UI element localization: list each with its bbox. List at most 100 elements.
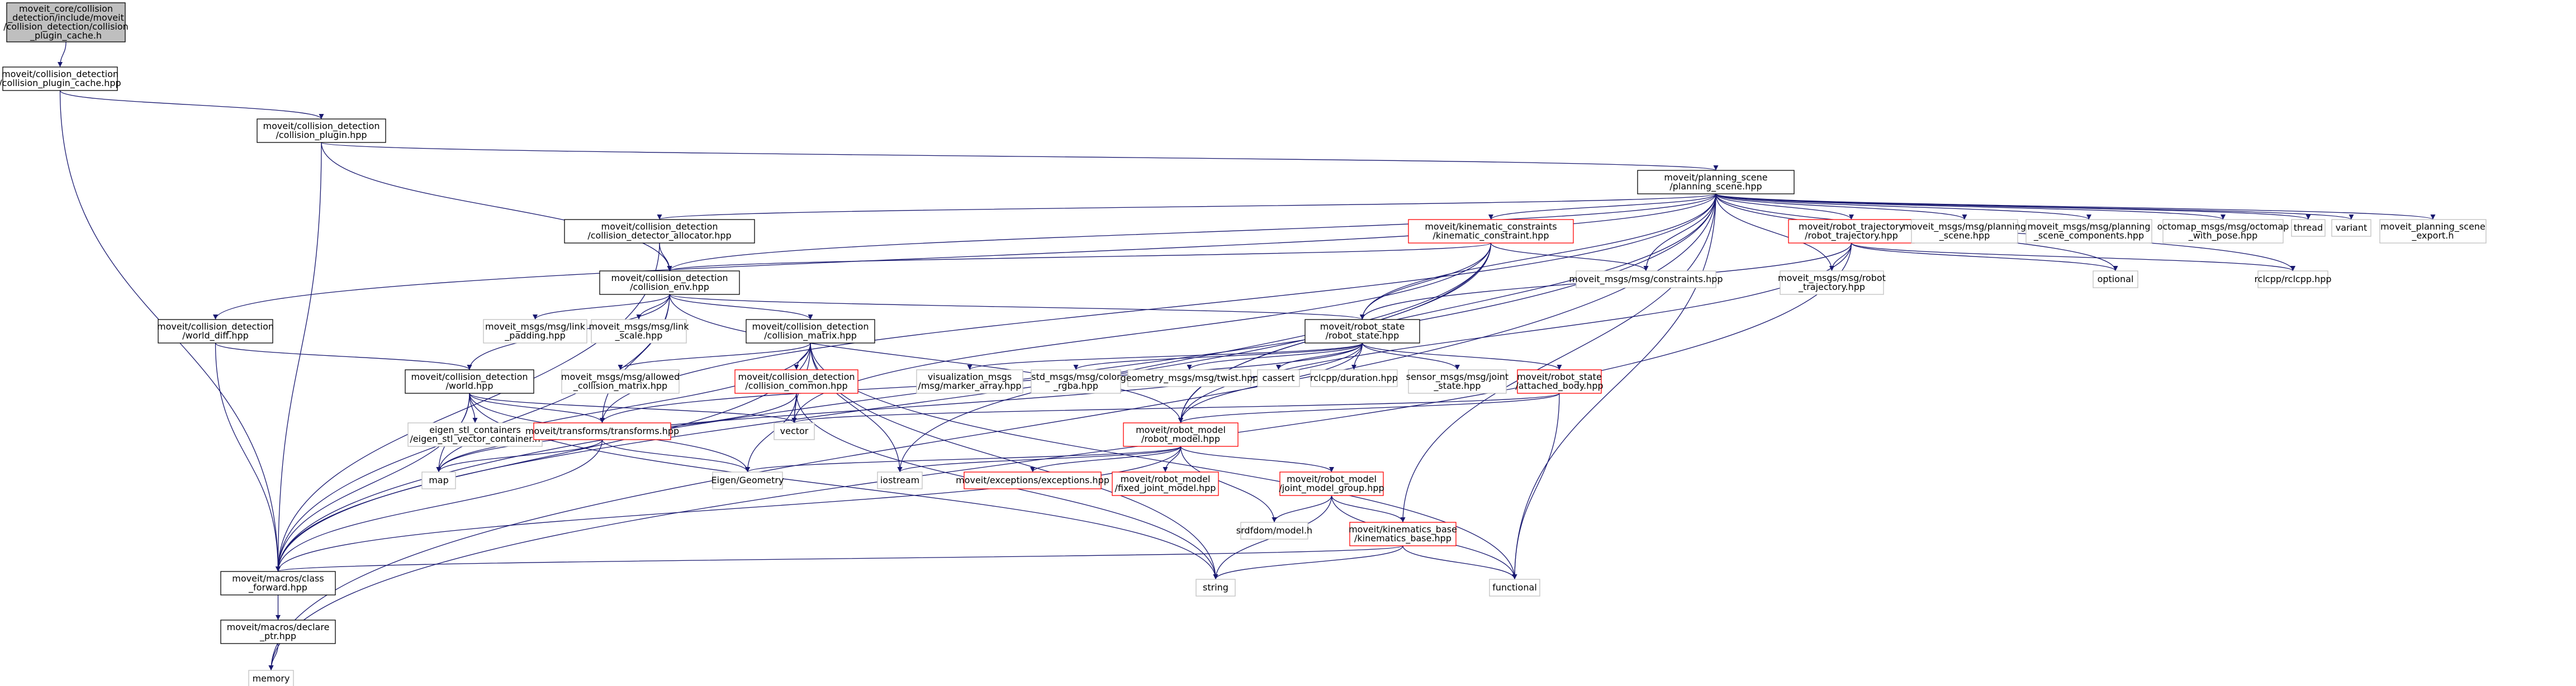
node-lscale: moveit_msgs/msg/link_scale.hpp [589, 319, 689, 344]
node-rt[interactable]: moveit/robot_trajectory/robot_trajectory… [1788, 219, 1915, 244]
node-tf[interactable]: moveit/transforms/transforms.hpp [525, 422, 679, 440]
node-label-tf: moveit/transforms/transforms.hpp [525, 426, 679, 436]
node-world[interactable]: moveit/collision_detection/world.hpp [405, 369, 534, 394]
node-box-cp [257, 118, 386, 143]
edge-kb-to-functional [1402, 545, 1517, 580]
node-box-ce [599, 270, 740, 295]
node-cc[interactable]: moveit/collision_detection/collision_com… [734, 369, 858, 394]
node-rs[interactable]: moveit/robot_state/robot_state.hpp [1304, 319, 1420, 344]
node-label-rt: /robot_trajectory.hpp [1805, 230, 1898, 241]
node-cfwd[interactable]: moveit/macros/class_forward.hpp [220, 571, 336, 596]
node-label-mrt: moveit_msgs/msg/robot [1778, 273, 1886, 284]
node-wd[interactable]: moveit/collision_detection/world_diff.hp… [157, 319, 274, 344]
edge-rm-to-eigen [745, 446, 1182, 473]
node-label-mpsc: _scene_components.hpp [2033, 230, 2144, 241]
node-label-fjm: /fixed_joint_model.hpp [1115, 483, 1216, 494]
node-label-eigstl: /eigen_stl_vector_container.h [410, 433, 540, 445]
edge-world-to-tf [469, 393, 605, 423]
node-label-js: _state.hpp [1433, 380, 1481, 392]
node-label-vector: vector [780, 426, 809, 436]
node-box-lpad [483, 319, 587, 344]
edge-ps-to-cda [657, 193, 1716, 220]
node-label-optional: optional [2098, 274, 2134, 284]
node-cp[interactable]: moveit/collision_detection/collision_plu… [257, 118, 386, 143]
edge-rs-to-js [1361, 342, 1460, 370]
node-label-rs: /robot_state.hpp [1326, 330, 1400, 341]
node-fjm[interactable]: moveit/robot_model/fixed_joint_model.hpp [1112, 471, 1219, 496]
node-kc[interactable]: moveit/kinematic_constraints/kinematic_c… [1408, 219, 1574, 244]
node-box-fjm [1112, 471, 1219, 496]
node-label-cp: moveit/collision_detection [263, 121, 380, 132]
node-box-tf [533, 422, 671, 440]
node-label-mpsc: moveit_msgs/msg/planning [2027, 221, 2150, 232]
node-box-cm [746, 319, 875, 344]
edge-kc-to-ce [667, 242, 1492, 271]
node-ab[interactable]: moveit/robot_state/attached_body.hpp [1515, 369, 1604, 394]
edge-rm-to-urdf [1180, 446, 1277, 523]
node-cpc[interactable]: moveit/collision_detection/collision_plu… [0, 66, 121, 91]
edge-cm-to-acm [618, 342, 811, 370]
edge-ps-to-mps [1715, 193, 1967, 220]
edge-ps-to-memory [268, 193, 1716, 671]
node-mpsc: moveit_msgs/msg/planning_scene_component… [2025, 219, 2152, 244]
node-label-cp: /collision_plugin.hpp [276, 130, 367, 141]
edge-cm-to-cfwd [276, 342, 811, 572]
node-dptr[interactable]: moveit/macros/declare_ptr.hpp [220, 620, 336, 644]
edge-jmg-to-kb [1331, 495, 1406, 523]
node-eigen: Eigen/Geometry [711, 471, 784, 489]
edge-kc-to-rs [1360, 242, 1492, 320]
node-exc[interactable]: moveit/exceptions/exceptions.hpp [956, 471, 1109, 489]
node-ps[interactable]: moveit/planning_scene/planning_scene.hpp [1637, 170, 1795, 194]
node-label-cm: moveit/collision_detection [752, 321, 869, 332]
edge-ab-to-rm [1178, 393, 1560, 423]
node-memory: memory [248, 670, 294, 686]
edge-ps-to-rt [1715, 193, 1854, 220]
node-label-kb: moveit/kinematics_base [1349, 524, 1457, 535]
node-cm[interactable]: moveit/collision_detection/collision_mat… [746, 319, 875, 344]
node-label-fjm: moveit/robot_model [1121, 474, 1211, 485]
edge-ce-to-cm [669, 294, 813, 320]
node-label-color: std_msgs/msg/color [1031, 371, 1121, 383]
node-kb[interactable]: moveit/kinematics_base/kinematics_base.h… [1349, 522, 1457, 546]
node-root[interactable]: moveit_core/collision_detection/include/… [3, 2, 129, 42]
node-cda[interactable]: moveit/collision_detection/collision_det… [564, 219, 755, 244]
node-label-ab: moveit/robot_state [1517, 371, 1602, 383]
node-label-root: _plugin_cache.h [30, 30, 102, 41]
edge-ps-to-kb [1400, 193, 1716, 523]
node-label-variant: variant [2336, 222, 2368, 233]
edge-ce-to-rs [669, 294, 1365, 320]
node-ce[interactable]: moveit/collision_detection/collision_env… [599, 270, 740, 295]
node-box-kb [1349, 522, 1457, 546]
edge-ps-to-mcon [1643, 193, 1716, 271]
edge-rm-to-cfwd [276, 446, 1182, 572]
edge-rs-to-color [1073, 342, 1363, 370]
node-jmg[interactable]: moveit/robot_model/joint_model_group.hpp [1279, 471, 1384, 496]
edge-ps-to-mrt [1715, 193, 1834, 271]
node-box-acm [561, 369, 680, 394]
dependency-nodes: moveit_core/collision_detection/include/… [0, 2, 2487, 686]
node-psexp: moveit_planning_scene_export.h [2379, 219, 2487, 244]
node-mps: moveit_msgs/msg/planning_scene.hpp [1903, 219, 2026, 244]
edge-ab-to-functional [1512, 393, 1560, 580]
node-label-rm: /robot_model.hpp [1141, 433, 1220, 445]
edge-cp-to-cfwd [276, 142, 322, 572]
node-box-vma [916, 369, 1023, 394]
node-box-optional [2093, 270, 2138, 288]
node-label-wd: /world_diff.hpp [182, 330, 249, 341]
edge-cda-to-ce [659, 242, 672, 271]
node-box-ab [1517, 369, 1602, 394]
node-map: map [421, 471, 456, 489]
node-rm[interactable]: moveit/robot_model/robot_model.hpp [1123, 422, 1239, 447]
edge-rm-to-jmg [1180, 446, 1334, 473]
node-label-iostream: iostream [880, 475, 919, 485]
node-label-js: sensor_msgs/msg/joint [1406, 371, 1508, 383]
node-box-ps [1637, 170, 1795, 194]
edge-wd-to-cfwd [215, 342, 281, 572]
node-label-wd: moveit/collision_detection [157, 321, 274, 332]
node-label-kc: moveit/kinematic_constraints [1425, 221, 1557, 232]
edge-cc-to-eigen [745, 393, 797, 473]
node-box-dptr [220, 620, 336, 644]
node-mcon: moveit_msgs/msg/constraints.hpp [1569, 270, 1723, 288]
node-box-thread [2291, 219, 2326, 237]
edge-tf-to-eigen [601, 439, 750, 473]
